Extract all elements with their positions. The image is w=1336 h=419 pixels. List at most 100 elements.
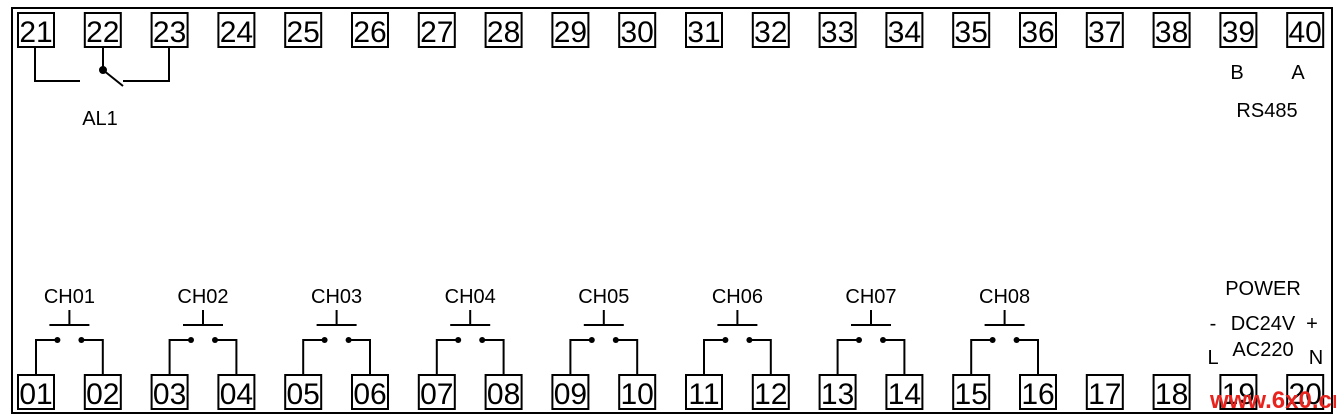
channel-switch: CH06 bbox=[703, 286, 772, 375]
rs485-label: RS485 bbox=[1236, 100, 1297, 122]
terminal-box bbox=[1085, 12, 1124, 48]
top-terminal: 39 bbox=[1219, 12, 1258, 49]
bottom-terminal: 13 bbox=[818, 374, 857, 411]
terminal-number: 38 bbox=[1155, 16, 1188, 49]
channel-label: CH07 bbox=[845, 286, 896, 308]
terminal-number: 34 bbox=[888, 16, 921, 49]
channel-label: CH04 bbox=[445, 286, 496, 308]
terminal-box bbox=[885, 12, 924, 48]
power-title: POWER bbox=[1225, 278, 1301, 300]
bottom-terminal: 09 bbox=[551, 374, 590, 411]
channel-label: CH08 bbox=[979, 286, 1030, 308]
channel-switch: CH02 bbox=[168, 286, 238, 375]
terminal-number: 07 bbox=[420, 378, 453, 411]
terminal-box bbox=[351, 12, 389, 48]
power-ac-label: AC220 bbox=[1232, 339, 1293, 361]
terminal-number: 28 bbox=[487, 16, 520, 49]
terminal-number: 27 bbox=[420, 16, 453, 49]
channel-switch: CH01 bbox=[35, 286, 104, 375]
terminal-number: 12 bbox=[754, 378, 787, 411]
terminal-box bbox=[818, 12, 857, 48]
terminal-box bbox=[1019, 12, 1057, 48]
channel-switch: CH04 bbox=[435, 286, 505, 375]
channel-label: CH01 bbox=[44, 286, 95, 308]
terminal-box bbox=[1286, 374, 1325, 410]
bottom-terminal: 03 bbox=[150, 374, 189, 411]
top-terminal: 33 bbox=[818, 12, 857, 49]
terminal-number: 04 bbox=[220, 378, 253, 411]
terminal-number: 40 bbox=[1289, 16, 1322, 49]
terminal-number: 18 bbox=[1155, 378, 1188, 411]
watermark-text: www.6x0.cn bbox=[1209, 387, 1336, 414]
terminal-number: 02 bbox=[86, 378, 119, 411]
terminal-box bbox=[150, 12, 189, 48]
terminal-box bbox=[217, 12, 256, 48]
rs485-b-label: B bbox=[1230, 62, 1243, 84]
terminal-number: 13 bbox=[821, 378, 854, 411]
terminal-number: 17 bbox=[1088, 378, 1121, 411]
top-terminal: 32 bbox=[751, 12, 790, 49]
channel-label: CH03 bbox=[311, 286, 362, 308]
bottom-terminal: 10 bbox=[618, 374, 657, 411]
top-terminal: 30 bbox=[618, 12, 657, 49]
channel-label: CH05 bbox=[578, 286, 629, 308]
terminal-number: 14 bbox=[888, 378, 921, 411]
terminal-number: 06 bbox=[353, 378, 386, 411]
top-terminal: 21 bbox=[17, 12, 55, 49]
terminal-number: 10 bbox=[621, 378, 654, 411]
terminal-box bbox=[1219, 374, 1258, 410]
bottom-terminal: 18 bbox=[1152, 374, 1191, 411]
terminal-box bbox=[417, 12, 456, 48]
bottom-terminal: 04 bbox=[217, 374, 256, 411]
bottom-terminal: 15 bbox=[952, 374, 991, 411]
bottom-terminal: 02 bbox=[83, 374, 122, 411]
power-minus-label: - bbox=[1210, 313, 1217, 335]
terminal-box bbox=[1219, 12, 1258, 48]
top-terminal: 31 bbox=[685, 12, 723, 49]
terminal-number: 08 bbox=[487, 378, 520, 411]
terminal-box bbox=[1152, 374, 1191, 410]
top-terminal: 35 bbox=[952, 12, 991, 49]
terminal-box bbox=[1085, 374, 1124, 410]
terminal-number: 35 bbox=[955, 16, 988, 49]
bottom-terminal: 12 bbox=[751, 374, 790, 411]
bottom-terminal: 07 bbox=[417, 374, 456, 411]
terminal-number: 39 bbox=[1222, 16, 1255, 49]
channel-switch: CH03 bbox=[302, 286, 371, 375]
top-terminal: 37 bbox=[1085, 12, 1124, 49]
terminal-box bbox=[83, 12, 122, 48]
bottom-terminal: 11 bbox=[685, 374, 723, 411]
terminal-box bbox=[751, 12, 790, 48]
bottom-terminal: 14 bbox=[885, 374, 924, 411]
bottom-terminal: 08 bbox=[484, 374, 523, 411]
top-terminal: 24 bbox=[217, 12, 256, 49]
channel-switch: CH08 bbox=[970, 286, 1039, 375]
bottom-terminal: 17 bbox=[1085, 374, 1124, 411]
terminal-number: 37 bbox=[1088, 16, 1121, 49]
terminal-number: 24 bbox=[220, 16, 253, 49]
bottom-terminal: 16 bbox=[1019, 374, 1057, 411]
terminal-number: 15 bbox=[955, 378, 988, 411]
terminal-number: 31 bbox=[687, 16, 720, 49]
terminal-box bbox=[284, 12, 323, 48]
terminal-number: 21 bbox=[19, 16, 52, 49]
channel-label: CH02 bbox=[177, 286, 228, 308]
terminal-box bbox=[551, 12, 590, 48]
top-terminal: 25 bbox=[284, 12, 323, 49]
channel-switch: CH05 bbox=[569, 286, 639, 375]
power-dc-label: DC24V bbox=[1231, 313, 1296, 335]
top-terminal: 22 bbox=[83, 12, 122, 49]
terminal-number: 20 bbox=[1289, 378, 1322, 411]
channel-label: CH06 bbox=[712, 286, 763, 308]
rs485-a-label: A bbox=[1291, 62, 1305, 84]
terminal-box bbox=[685, 12, 723, 48]
terminal-number: 26 bbox=[353, 16, 386, 49]
terminal-number: 11 bbox=[688, 378, 719, 411]
terminal-number: 05 bbox=[287, 378, 320, 411]
terminal-number: 03 bbox=[153, 378, 186, 411]
terminal-number: 29 bbox=[554, 16, 587, 49]
terminal-box bbox=[952, 12, 991, 48]
